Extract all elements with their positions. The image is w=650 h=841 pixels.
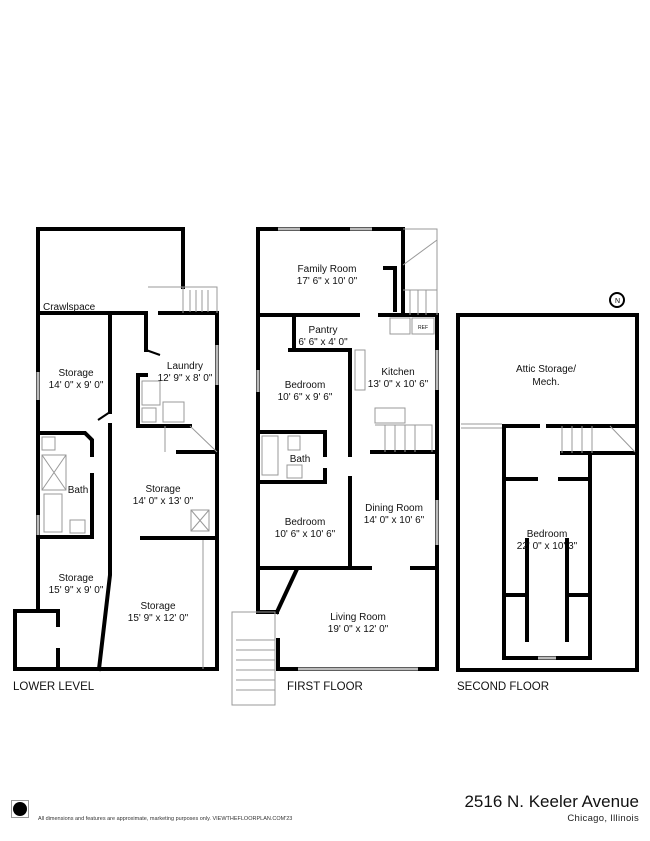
room-dims: 10' 6" x 10' 6" <box>275 529 336 540</box>
room-name: Storage <box>58 573 93 584</box>
room-dims: 14' 0" x 13' 0" <box>133 496 194 507</box>
room-name-line2: Mech. <box>532 377 559 388</box>
disclaimer: All dimensions and features are approxim… <box>38 816 293 822</box>
room-name: Living Room <box>330 612 386 623</box>
room-name: Pantry <box>309 325 338 336</box>
brand-logo <box>11 800 29 818</box>
room-dims: 15' 9" x 12' 0" <box>128 613 189 624</box>
room-name: Laundry <box>167 361 203 372</box>
room-name: Family Room <box>298 264 357 275</box>
room-dims: 12' 9" x 8' 0" <box>158 373 213 384</box>
room-name: Storage <box>145 484 180 495</box>
north-arrow-icon: N <box>609 292 625 308</box>
room-name: Attic Storage/ <box>516 364 576 375</box>
floor-label-first: FIRST FLOOR <box>287 681 363 693</box>
room-name: Crawlspace <box>43 302 96 313</box>
property-address: 2516 N. Keeler Avenue <box>464 792 639 811</box>
room-name: Bath <box>290 454 311 465</box>
room-dims: 14' 0" x 10' 6" <box>364 515 425 526</box>
refrigerator-label: REF <box>418 325 428 331</box>
room-dims: 17' 6" x 10' 0" <box>297 276 358 287</box>
second-floor-plan <box>456 313 639 672</box>
room-name: Bath <box>68 485 89 496</box>
compass-label: N <box>615 298 620 305</box>
room-dims: 15' 9" x 9' 0" <box>49 585 104 596</box>
floor-label-second: SECOND FLOOR <box>457 681 549 693</box>
room-name: Storage <box>58 368 93 379</box>
room-name: Kitchen <box>381 367 414 378</box>
first-floor-plan <box>231 227 439 706</box>
room-name: Bedroom <box>285 380 326 391</box>
room-name: Bedroom <box>527 529 568 540</box>
room-dims: 19' 0" x 12' 0" <box>328 624 389 635</box>
room-name: Dining Room <box>365 503 423 514</box>
floor-label-lower: LOWER LEVEL <box>13 681 95 693</box>
room-dims: 10' 6" x 9' 6" <box>278 392 333 403</box>
room-name: Bedroom <box>285 517 326 528</box>
room-dims: 6' 6" x 4' 0" <box>298 337 348 348</box>
lower-level-plan <box>13 227 219 672</box>
room-name: Storage <box>140 601 175 612</box>
room-dims: 22' 0" x 10' 3" <box>517 541 578 552</box>
room-dims: 14' 0" x 9' 0" <box>49 380 104 391</box>
room-dims: 13' 0" x 10' 6" <box>368 379 429 390</box>
property-city: Chicago, Illinois <box>567 813 639 824</box>
